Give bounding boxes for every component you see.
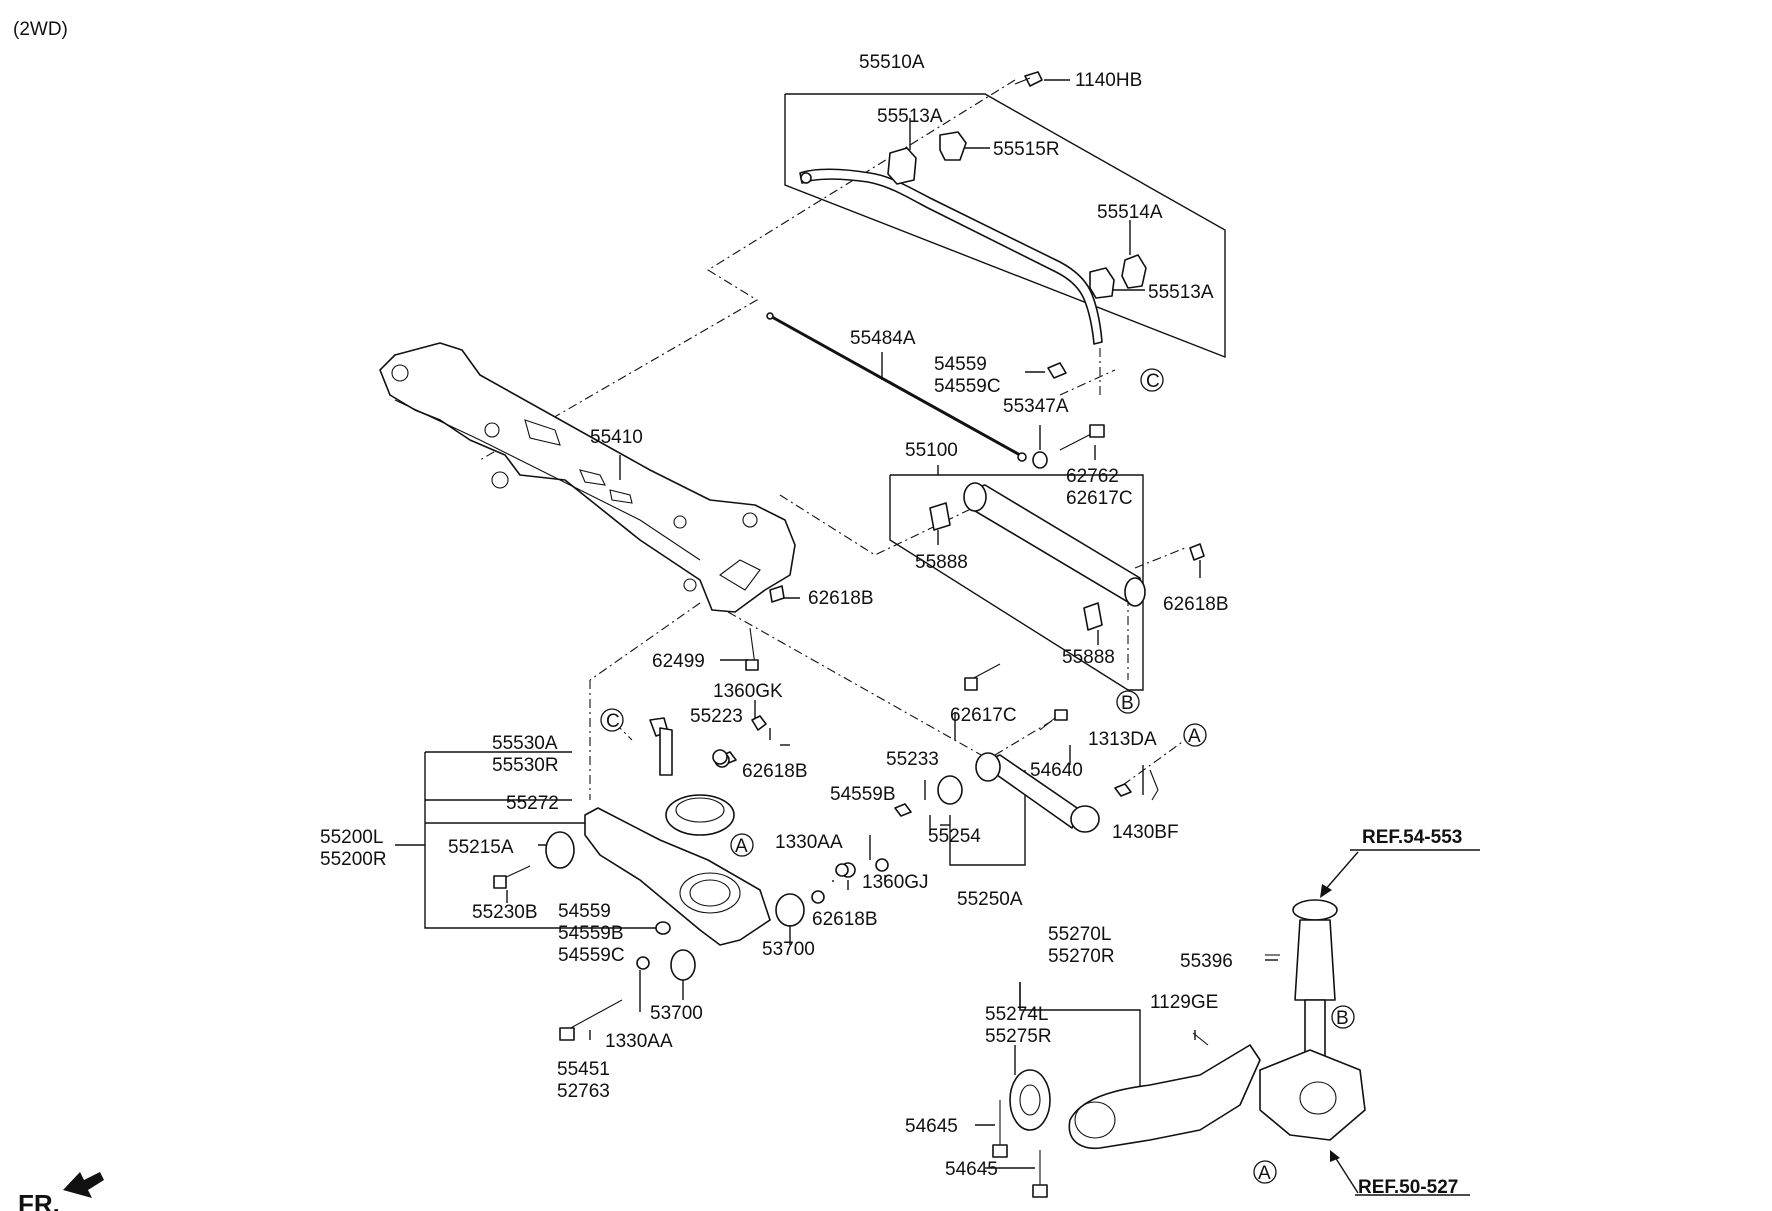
label-55888-b: 55888	[1062, 647, 1115, 668]
crossmember-55410	[379, 342, 796, 613]
reference-arrows	[1320, 851, 1359, 1194]
toe-link-55250a	[937, 752, 1100, 833]
label-55530a: 55530A	[492, 733, 558, 754]
marker-c-mid	[600, 708, 624, 732]
marker-a-right	[1183, 723, 1207, 747]
label-62617c-bottom: 62617C	[950, 705, 1017, 726]
leader-brackets	[395, 93, 1480, 1196]
label-54559c: 54559C	[934, 376, 1001, 397]
variant-label: (2WD)	[13, 19, 68, 40]
front-direction-label: FR.	[18, 1189, 60, 1211]
label-55396: 55396	[1180, 951, 1233, 972]
marker-b-strut-label: B	[1336, 1008, 1349, 1029]
marker-a-arm-label: A	[735, 836, 748, 857]
label-1330aa-a: 1330AA	[775, 832, 843, 853]
marker-b-top	[1116, 690, 1140, 714]
label-55223: 55223	[690, 706, 743, 727]
label-54645-a: 54645	[905, 1116, 958, 1137]
label-55510a: 55510A	[859, 52, 925, 73]
label-62762: 62762	[1066, 466, 1119, 487]
label-55888-a: 55888	[915, 552, 968, 573]
label-55513a-top: 55513A	[877, 106, 943, 127]
label-55272: 55272	[506, 793, 559, 814]
label-55100: 55100	[905, 440, 958, 461]
label-53700-a: 53700	[762, 939, 815, 960]
label-53700-b: 53700	[650, 1003, 703, 1024]
label-62618b-low: 62618B	[812, 909, 878, 930]
label-55250a: 55250A	[957, 889, 1023, 910]
label-54640: 54640	[1030, 760, 1083, 781]
label-55484a: 55484A	[850, 328, 916, 349]
marker-b-top-label: B	[1121, 693, 1134, 714]
label-1129ge: 1129GE	[1150, 992, 1218, 1013]
label-55274l: 55274L	[985, 1004, 1048, 1025]
label-54559b-b: 54559B	[558, 923, 624, 944]
marker-a-right-label: A	[1188, 726, 1201, 747]
front-direction-arrow	[63, 1172, 104, 1198]
label-55275r: 55275R	[985, 1026, 1052, 1047]
label-1330aa-b: 1330AA	[605, 1031, 673, 1052]
label-1140hb: 1140HB	[1075, 70, 1142, 91]
label-62618b-frame: 62618B	[808, 588, 874, 609]
trailing-arm-55270	[1009, 1044, 1261, 1149]
stabilizer-bar-assembly	[799, 131, 1147, 345]
label-55513a-right: 55513A	[1148, 282, 1214, 303]
label-54645-b: 54645	[945, 1159, 998, 1180]
label-55410: 55410	[590, 427, 643, 448]
label-55215a: 55215A	[448, 837, 514, 858]
label-55270l: 55270L	[1048, 924, 1111, 945]
marker-b-strut	[1331, 1005, 1355, 1029]
reference-markers: C B C A A B A	[600, 368, 1355, 1184]
marker-a-bottom	[1253, 1160, 1277, 1184]
label-52763: 52763	[557, 1081, 610, 1102]
label-54559: 54559	[934, 354, 987, 375]
label-55254: 55254	[928, 826, 981, 847]
bolt-1140hb	[1014, 71, 1043, 87]
label-54559c-b: 54559C	[558, 945, 625, 966]
ref-label-strut: REF.54-553	[1362, 827, 1462, 848]
marker-c-top	[1140, 368, 1164, 392]
callout-labels: (2WD) 55510A 1140HB 55513A 55515R 55514A…	[13, 19, 1462, 1211]
label-62618b-right: 62618B	[1163, 594, 1229, 615]
marker-c-top-label: C	[1146, 371, 1160, 392]
label-55270r: 55270R	[1048, 946, 1115, 967]
label-55515r: 55515R	[993, 139, 1060, 160]
label-1430bf: 1430BF	[1112, 822, 1179, 843]
leader-lines	[506, 79, 1278, 1169]
label-1360gj: 1360GJ	[862, 872, 929, 893]
marker-c-mid-label: C	[606, 711, 620, 732]
label-55347a: 55347A	[1003, 396, 1069, 417]
label-55514a: 55514A	[1097, 202, 1163, 223]
marker-a-bottom-label: A	[1258, 1163, 1271, 1184]
label-1313da: 1313DA	[1088, 729, 1157, 750]
rod-55484a	[766, 312, 1027, 462]
label-54559-b: 54559	[558, 901, 611, 922]
label-55233: 55233	[886, 749, 939, 770]
lower-arm-55200	[545, 717, 805, 981]
strut-and-knuckle	[1259, 899, 1366, 1141]
label-54559b-mid: 54559B	[830, 784, 896, 805]
label-55230b: 55230B	[472, 902, 538, 923]
label-55530r: 55530R	[492, 755, 559, 776]
label-55200l: 55200L	[320, 827, 383, 848]
label-55451: 55451	[557, 1059, 610, 1080]
label-62618b-mid: 62618B	[742, 761, 808, 782]
upper-arm-55100	[929, 482, 1146, 631]
label-62617c-top: 62617C	[1066, 488, 1133, 509]
ref-label-knuckle: REF.50-527	[1358, 1177, 1458, 1198]
label-62499: 62499	[652, 651, 705, 672]
marker-a-arm	[730, 833, 754, 857]
label-1360gk: 1360GK	[713, 681, 783, 702]
label-55200r: 55200R	[320, 849, 387, 870]
